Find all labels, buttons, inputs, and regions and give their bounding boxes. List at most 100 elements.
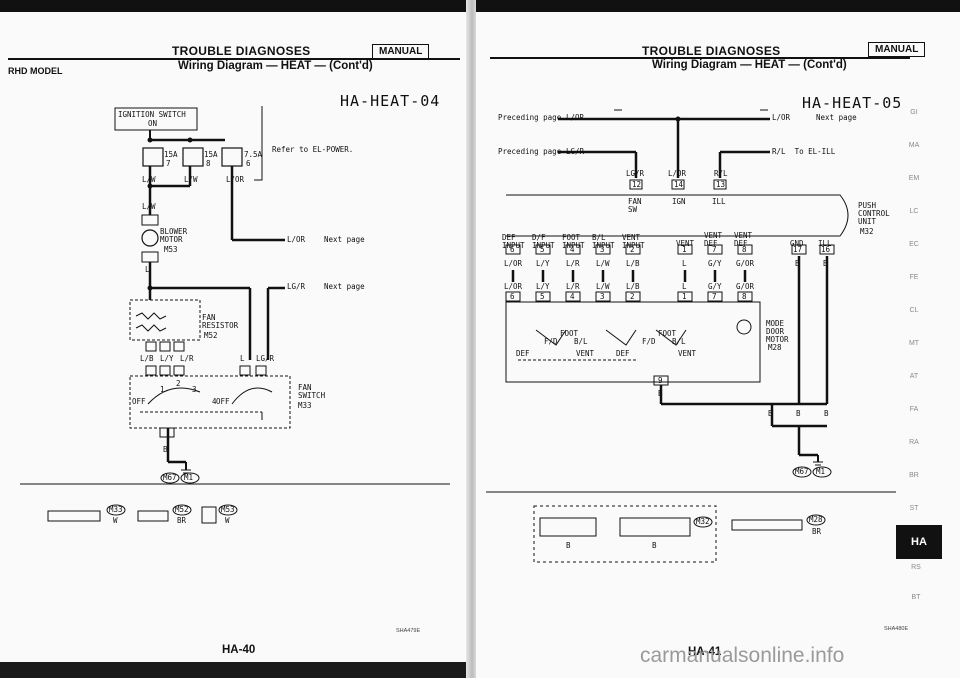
index-item-fe[interactable]: FE bbox=[909, 274, 919, 281]
header-rule bbox=[490, 57, 910, 59]
mode-door-motor-label: MODE DOOR MOTOR bbox=[766, 319, 789, 344]
mode-label-vent-2: VENT bbox=[678, 349, 697, 358]
fan-switch-label: FAN SWITCH bbox=[298, 383, 326, 400]
right-wiring-diagram bbox=[486, 109, 896, 563]
input-bl: B/L INPUT bbox=[592, 233, 615, 250]
next-page-link-1[interactable]: Next page bbox=[324, 235, 365, 244]
wire-lw: L/W bbox=[142, 202, 156, 211]
ground-code-m1: M1 bbox=[816, 467, 826, 476]
index-item-br[interactable]: BR bbox=[909, 472, 919, 479]
row1-wire-lw: L/W bbox=[596, 259, 610, 268]
index-item-bt[interactable]: BT bbox=[911, 594, 921, 601]
connector-code-m33: M33 bbox=[109, 505, 123, 514]
row1-wire-lb: L/B bbox=[626, 259, 640, 268]
switch-position-1: 1 bbox=[160, 385, 165, 394]
input-df: D/F INPUT bbox=[532, 233, 555, 250]
connector-code-m32: M32 bbox=[696, 517, 710, 526]
next-page-wire-2: LG/R bbox=[287, 282, 306, 291]
index-item-ec[interactable]: EC bbox=[909, 241, 919, 248]
input-def: DEF INPUT bbox=[502, 233, 525, 250]
row1-wire-lor: L/OR bbox=[504, 259, 523, 268]
top-pin-13: 13 bbox=[716, 180, 726, 189]
resistor-wire-lgr: LG/R bbox=[256, 354, 275, 363]
fan-resistor-code: M52 bbox=[204, 331, 218, 340]
row2-wire-lb: L/B bbox=[626, 282, 640, 291]
prev-wire-lgr: LG/R bbox=[566, 147, 585, 156]
refer-to-el-power: Refer to EL-POWER. bbox=[272, 145, 354, 154]
index-item-st[interactable]: ST bbox=[909, 505, 919, 512]
watermark: carmanualsonline.info bbox=[640, 644, 845, 667]
top-pin-12: 12 bbox=[632, 180, 642, 189]
header-title: TROUBLE DIAGNOSES bbox=[172, 44, 311, 58]
motor-pin-4: 4 bbox=[570, 292, 575, 301]
resistor-wire-l: L bbox=[240, 354, 245, 363]
ground-wire-b: B bbox=[163, 445, 168, 454]
header-subtitle: Wiring Diagram — HEAT — (Cont'd) bbox=[652, 59, 847, 71]
preceding-page-link-1[interactable]: Preceding page bbox=[498, 113, 562, 122]
mode-door-motor-code: M28 bbox=[768, 343, 782, 352]
motor-pin-6: 6 bbox=[510, 292, 515, 301]
index-item-cl[interactable]: CL bbox=[909, 307, 919, 314]
ignition-on-label: ON bbox=[148, 119, 158, 128]
top-bar bbox=[476, 0, 960, 12]
index-item-em[interactable]: EM bbox=[908, 175, 920, 182]
next-page-link-2[interactable]: Next page bbox=[324, 282, 365, 291]
ignition-switch-label: IGNITION SWITCH bbox=[118, 110, 186, 119]
fuse-wire-3: L/OR bbox=[226, 175, 245, 184]
header-title: TROUBLE DIAGNOSES bbox=[642, 44, 781, 58]
page-number: HA-41 bbox=[688, 646, 722, 658]
top-pin-14: 14 bbox=[674, 180, 684, 189]
index-item-fa[interactable]: FA bbox=[909, 406, 919, 413]
index-item-gi[interactable]: GI bbox=[910, 109, 918, 116]
ground-code-m67: M67 bbox=[163, 473, 177, 482]
input-pin-6: 6 bbox=[510, 245, 515, 254]
row2-wire-gy: G/Y bbox=[708, 282, 722, 291]
output-gnd: GND bbox=[790, 239, 804, 248]
mode-label-def-2: DEF bbox=[616, 349, 630, 358]
index-item-at[interactable]: AT bbox=[909, 373, 919, 380]
header-rule bbox=[8, 58, 460, 60]
section-tab-ha[interactable]: HA bbox=[896, 525, 942, 559]
preceding-page-link-2[interactable]: Preceding page bbox=[498, 147, 562, 156]
input-pin-1: 1 bbox=[682, 245, 687, 254]
connector-code-m53: M53 bbox=[221, 505, 235, 514]
next-wire-lor: L/OR bbox=[772, 113, 791, 122]
index-item-rs[interactable]: RS bbox=[911, 564, 921, 571]
ign-label: IGN bbox=[672, 197, 686, 206]
resistor-wire-lr: L/R bbox=[180, 354, 194, 363]
mode-label-def-1: DEF bbox=[516, 349, 530, 358]
index-item-lc[interactable]: LC bbox=[909, 208, 919, 215]
next-page-link[interactable]: Next page bbox=[816, 113, 857, 122]
input-pin-16: 16 bbox=[821, 245, 831, 254]
input-foot: FOOT INPUT bbox=[562, 233, 585, 250]
switch-position-3: 3 bbox=[192, 385, 197, 394]
manual-badge: MANUAL bbox=[868, 42, 926, 57]
row1-wire-gy: G/Y bbox=[708, 259, 722, 268]
ground-wire-b-4: B bbox=[824, 409, 829, 418]
diagram-title: HA-HEAT-05 bbox=[802, 94, 903, 112]
row2-wire-gor: G/OR bbox=[736, 282, 755, 291]
fuse-15a-1: 15A bbox=[164, 150, 178, 159]
output-vent: VENT bbox=[676, 239, 695, 248]
fan-sw-label: FAN SW bbox=[628, 197, 642, 214]
top-wire-rl: R/L bbox=[714, 169, 728, 178]
row1-wire-b-2: B bbox=[823, 259, 828, 268]
output-vent-def-1: VENT DEF bbox=[704, 231, 723, 248]
switch-position-2: 2 bbox=[176, 379, 181, 388]
index-item-mt[interactable]: MT bbox=[908, 340, 920, 347]
index-item-ra[interactable]: RA bbox=[909, 439, 919, 446]
fuse-wire-1: L/W bbox=[142, 175, 156, 184]
to-el-ill-link[interactable]: R/L To EL-ILL bbox=[772, 147, 836, 156]
ground-code-m67: M67 bbox=[795, 467, 809, 476]
fan-resistor-label: FAN RESISTOR bbox=[202, 313, 239, 330]
fuse-number-3: 6 bbox=[246, 159, 251, 168]
bottom-bar bbox=[0, 662, 468, 678]
row1-wire-lr: L/R bbox=[566, 259, 580, 268]
model-label: RHD MODEL bbox=[8, 66, 63, 76]
fuse-15a-2: 15A bbox=[204, 150, 218, 159]
reference-code: SHA480E bbox=[884, 626, 909, 632]
mode-label-fd-1: F/D bbox=[544, 337, 558, 346]
input-pin-8: 8 bbox=[742, 245, 747, 254]
index-item-ma[interactable]: MA bbox=[908, 142, 920, 149]
connector-color-b-1: B bbox=[566, 541, 571, 550]
